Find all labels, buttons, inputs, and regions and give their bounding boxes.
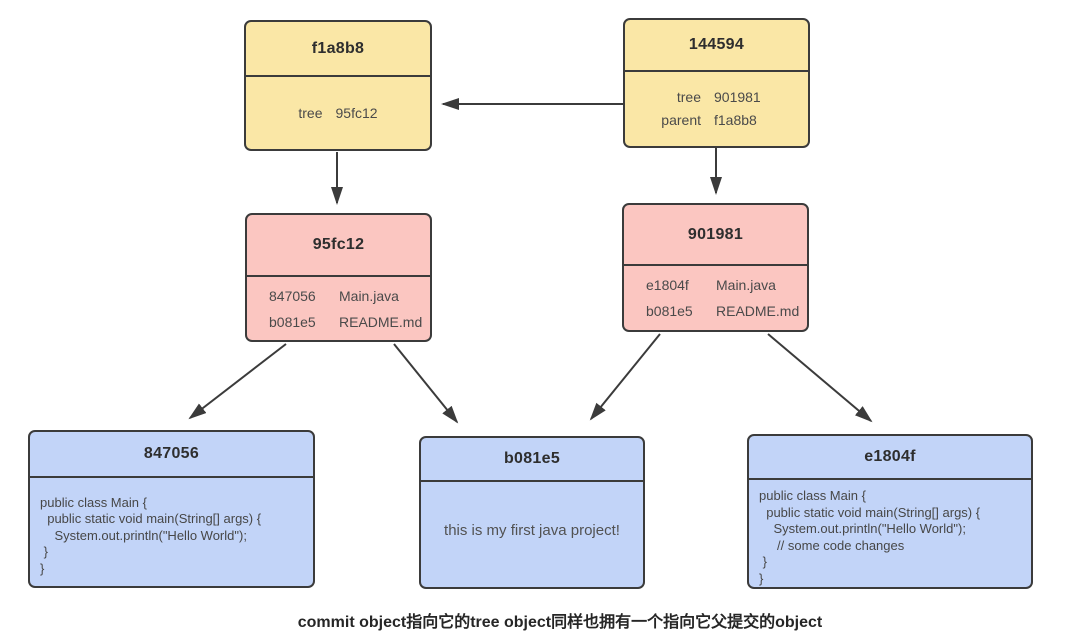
code-line: } <box>759 570 764 586</box>
blob-node-title: 847056 <box>30 432 313 478</box>
arrow-tree1-to-blob1 <box>188 343 287 420</box>
entry-hash: b081e5 <box>269 313 316 330</box>
tree-entry: b081e5 README.md <box>624 298 807 324</box>
code-line: public static void main(String[] args) { <box>40 511 262 527</box>
code-line: } <box>40 560 45 576</box>
commit-field-tree: tree 95fc12 <box>246 102 430 125</box>
field-value: f1a8b8 <box>714 112 757 128</box>
commit-node-body: tree 95fc12 <box>246 77 430 149</box>
entry-hash: 847056 <box>269 287 316 304</box>
blob-node-body: this is my first java project! <box>421 482 643 587</box>
blob-code-block: public class Main { public static void m… <box>749 480 1031 587</box>
blob-text: this is my first java project! <box>444 522 620 539</box>
commit-node-f1a8b8: f1a8b8 tree 95fc12 <box>244 20 432 151</box>
code-line: System.out.println("Hello World"); <box>40 527 247 543</box>
code-line: public class Main { <box>759 488 866 503</box>
code-line: // some code changes <box>759 537 905 553</box>
code-line: public class Main { <box>40 494 147 510</box>
commit-field-tree: tree 901981 <box>625 86 808 109</box>
code-line: public static void main(String[] args) { <box>759 504 981 520</box>
entry-filename: README.md <box>339 313 423 330</box>
tree-entry: b081e5 README.md <box>247 309 430 335</box>
arrow-tree1-to-blob2 <box>393 343 459 424</box>
code-line: } <box>40 544 48 560</box>
blob-node-b081e5: b081e5 this is my first java project! <box>419 436 645 589</box>
code-line: } <box>759 554 767 569</box>
commit-node-body: tree 901981 parent f1a8b8 <box>625 72 808 146</box>
field-key: parent <box>661 112 701 128</box>
commit-node-144594: 144594 tree 901981 parent f1a8b8 <box>623 18 810 148</box>
tree-node-95fc12: 95fc12 847056 Main.java b081e5 README.md <box>245 213 432 342</box>
blob-code-block: public class Main { public static void m… <box>30 478 313 586</box>
field-value: 901981 <box>714 89 761 105</box>
entry-hash: b081e5 <box>646 303 693 319</box>
diagram-caption: commit object指向它的tree object同样也拥有一个指向它父提… <box>297 614 823 631</box>
tree-node-title: 95fc12 <box>247 215 430 277</box>
commit-node-title: 144594 <box>625 20 808 72</box>
entry-filename: README.md <box>716 303 800 319</box>
tree-node-body: e1804f Main.java b081e5 README.md <box>624 266 807 330</box>
commit-node-title: f1a8b8 <box>246 22 430 77</box>
commit-field-parent: parent f1a8b8 <box>625 109 808 132</box>
arrow-tree2-to-blob2 <box>589 333 661 421</box>
tree-node-901981: 901981 e1804f Main.java b081e5 README.md <box>622 203 809 332</box>
code-line: System.out.println("Hello World"); <box>759 521 966 536</box>
field-value: 95fc12 <box>335 104 378 121</box>
entry-filename: Main.java <box>339 287 399 304</box>
tree-node-title: 901981 <box>624 205 807 266</box>
tree-entry: e1804f Main.java <box>624 272 807 298</box>
blob-node-title: e1804f <box>749 436 1031 480</box>
blob-node-e1804f: e1804f public class Main { public static… <box>747 434 1033 589</box>
field-key: tree <box>676 89 701 105</box>
tree-entry: 847056 Main.java <box>247 283 430 309</box>
blob-node-title: b081e5 <box>421 438 643 482</box>
arrow-tree2-to-blob3 <box>767 333 873 423</box>
blob-node-847056: 847056 public class Main { public static… <box>28 430 315 588</box>
field-key: tree <box>298 104 323 121</box>
tree-node-body: 847056 Main.java b081e5 README.md <box>247 277 430 340</box>
entry-hash: e1804f <box>646 277 689 293</box>
entry-filename: Main.java <box>716 277 776 293</box>
